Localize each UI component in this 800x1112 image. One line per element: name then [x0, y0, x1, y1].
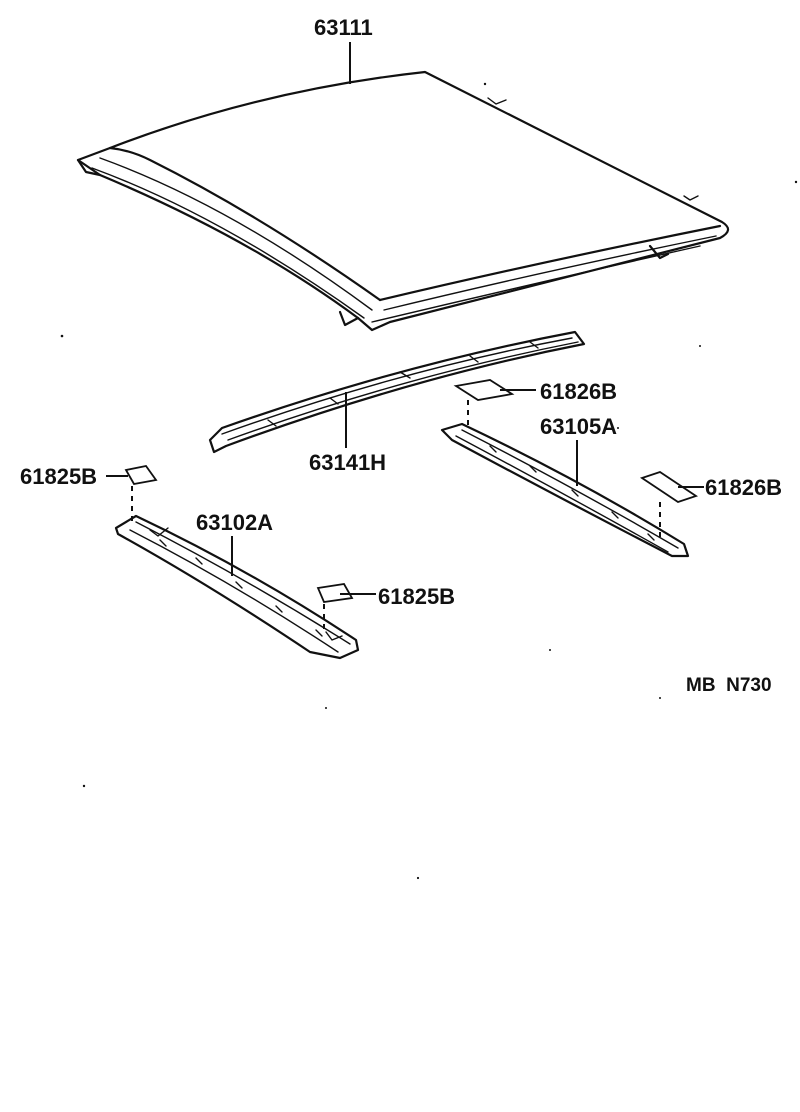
- label-pad-center-top: 61826B: [540, 379, 617, 404]
- pad-center-right: [639, 471, 699, 503]
- label-center-rail: 63105A: [540, 414, 617, 439]
- label-roof-panel: 63111: [314, 15, 373, 40]
- center-roof-rail: [440, 422, 690, 558]
- pad-rear-left: [124, 465, 158, 485]
- pad-rear-right: [316, 583, 354, 603]
- label-rear-rail: 63102A: [196, 510, 273, 535]
- label-pad-center-right: 61826B: [705, 475, 782, 500]
- scan-specks: [60, 82, 798, 880]
- pad-center-top: [453, 379, 515, 401]
- front-roof-rail: [208, 330, 586, 454]
- drawing-code: MB N730: [686, 675, 772, 696]
- rear-roof-rail: [114, 514, 360, 660]
- label-pad-rear-right: 61825B: [378, 584, 455, 609]
- label-front-rail: 63141H: [309, 450, 386, 475]
- label-pad-rear-left: 61825B: [20, 464, 97, 489]
- roof-panel: [76, 70, 730, 332]
